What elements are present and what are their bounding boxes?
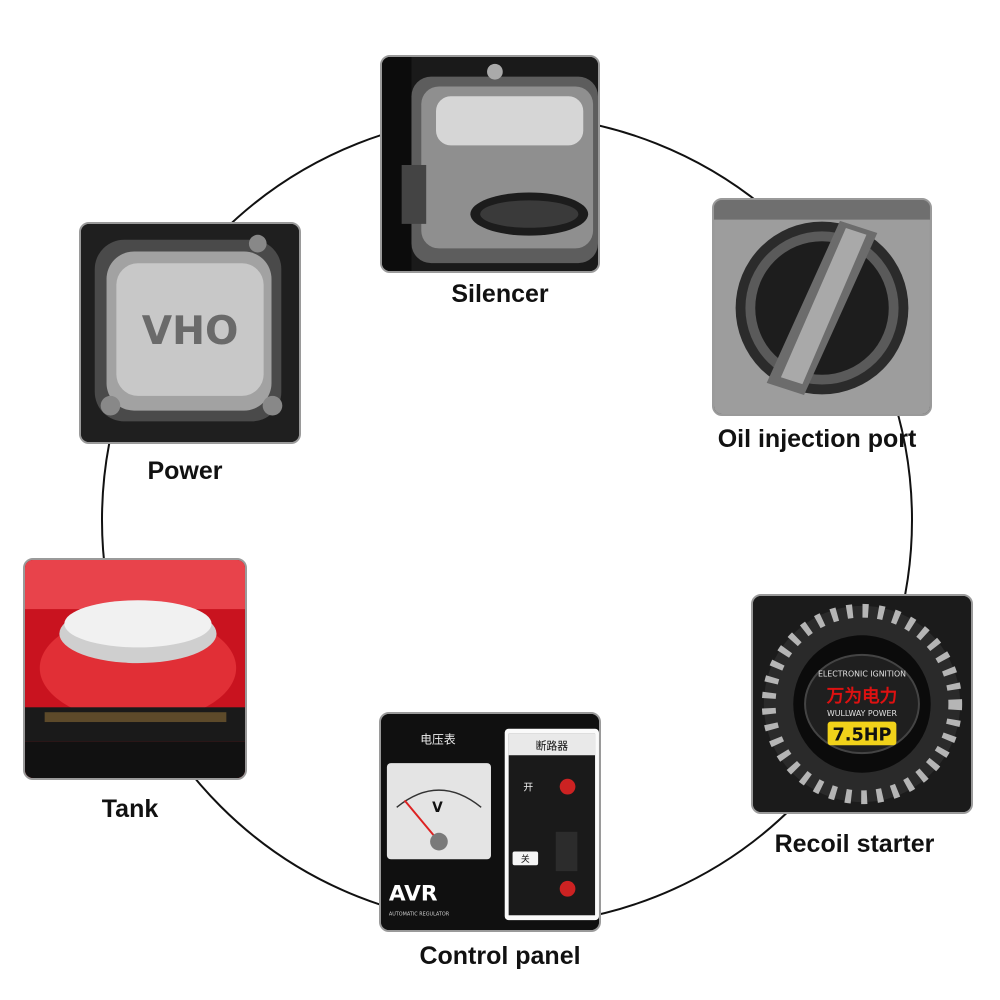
starter-ignition-text: ELECTRONIC IGNITION: [818, 670, 906, 679]
starter-brand-cn: 万为电力: [826, 685, 898, 707]
breaker-off-label: 关: [521, 853, 530, 865]
tank-label: Tank: [101, 795, 159, 823]
oil-injection-port-label: Oil injection port: [717, 425, 917, 453]
breaker-label-cn: 断路器: [536, 738, 569, 752]
voltmeter-unit: V: [432, 800, 443, 816]
power-image: OHV: [79, 222, 301, 444]
power-label: Power: [147, 457, 223, 485]
starter-hp-text: 7.5HP: [833, 725, 892, 745]
breaker-on-label: 开: [523, 783, 533, 794]
recoil-starter-label: Recoil starter: [774, 830, 935, 858]
tank-image: [23, 558, 247, 780]
oil-injection-port-image: [712, 198, 932, 416]
ohv-embossed-text: OHV: [141, 309, 238, 354]
avr-subtext: AUTOMATIC REGULATOR: [389, 911, 450, 917]
recoil-starter-image: ELECTRONIC IGNITION 万为电力 WULLWAY POWER 7…: [751, 594, 973, 814]
starter-brand-en: WULLWAY POWER: [827, 709, 897, 718]
control-panel-label: Control panel: [419, 942, 581, 970]
avr-text: AVR: [389, 882, 438, 907]
silencer-label: Silencer: [451, 280, 549, 308]
control-panel-image: 电压表 V AVR AUTOMATIC REGULATOR 断路器 开 关: [379, 712, 601, 932]
voltmeter-label-cn: 电压表: [420, 732, 456, 746]
silencer-image: [380, 55, 600, 273]
